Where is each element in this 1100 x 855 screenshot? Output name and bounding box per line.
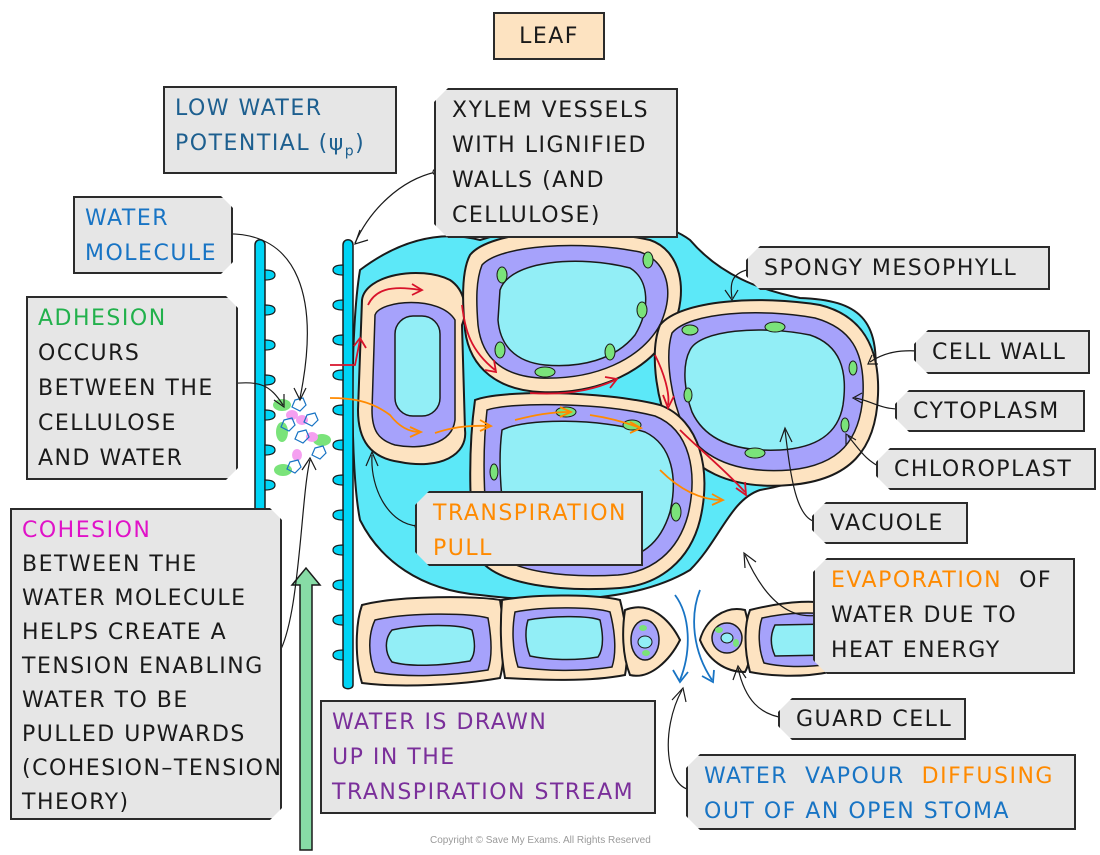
label-line: OUT OF AN OPEN STOMA	[704, 799, 1010, 824]
xylem-vessel-left	[254, 239, 276, 511]
label-line: MOLECULE	[85, 241, 218, 266]
mesophyll-cell-right	[653, 299, 880, 487]
water-molecules	[273, 397, 331, 476]
label-line: POTENTIAL (ψp)	[175, 126, 385, 169]
label-line: PULLED UPWARDS	[22, 722, 246, 747]
diffusing-keyword: DIFFUSING	[921, 764, 1054, 789]
title-text: LEAF	[519, 24, 579, 49]
label-text: SPONGY MESOPHYLL	[764, 256, 1018, 281]
label-text: WATER VAPOUR	[704, 764, 922, 789]
water-flow-arrows-red	[330, 283, 748, 497]
label-spongy-mesophyll: SPONGY MESOPHYLL	[746, 246, 1050, 290]
label-water-molecule: WATER MOLECULE	[73, 196, 233, 274]
label-line: UP IN THE	[332, 745, 456, 770]
label-adhesion: ADHESION OCCURS BETWEEN THE CELLULOSE AN…	[26, 296, 238, 480]
label-low-water-potential: LOW WATER POTENTIAL (ψp)	[163, 86, 397, 174]
label-text: CELL WALL	[932, 340, 1067, 365]
adhesion-keyword: ADHESION	[38, 306, 167, 331]
label-line: AND WATER	[38, 446, 184, 471]
label-line: WATER VAPOUR DIFFUSING	[704, 759, 1064, 794]
label-line: WALLS (AND	[452, 168, 606, 193]
label-line: TENSION ENABLING	[22, 654, 264, 679]
label-line: XYLEM VESSELS	[452, 98, 650, 123]
copyright-notice: Copyright © Save My Exams. All Rights Re…	[430, 835, 651, 846]
label-cell-wall: CELL WALL	[914, 330, 1090, 374]
label-line: WATER IS DRAWN	[332, 710, 548, 735]
label-line: HELPS CREATE A	[22, 620, 228, 645]
label-cytoplasm: CYTOPLASM	[895, 390, 1085, 432]
label-line: BETWEEN THE	[22, 552, 198, 577]
label-line: WITH LIGNIFIED	[452, 133, 647, 158]
cohesion-keyword: COHESION	[22, 518, 152, 543]
label-line: EVAPORATION OF	[831, 563, 1063, 598]
label-text: OF	[1002, 568, 1053, 593]
evaporation-keyword: EVAPORATION	[831, 568, 1003, 593]
label-line: THEORY)	[22, 790, 130, 815]
label-line: OCCURS	[38, 341, 141, 366]
label-line: WATER MOLECULE	[22, 586, 247, 611]
vapour-arrows	[672, 589, 715, 684]
label-text: GUARD CELL	[796, 707, 953, 732]
transpiration-stream-arrow	[290, 566, 322, 851]
label-xylem-vessels: XYLEM VESSELS WITH LIGNIFIED WALLS (AND …	[434, 88, 678, 238]
label-line: BETWEEN THE	[38, 376, 214, 401]
label-line: (COHESION–TENSION	[22, 756, 283, 781]
label-text: )	[355, 131, 366, 156]
label-guard-cell: GUARD CELL	[778, 698, 966, 740]
mesophyll-cell-top	[462, 230, 682, 394]
label-line: CELLULOSE	[38, 411, 177, 436]
label-vacuole: VACUOLE	[812, 502, 968, 544]
label-transpiration-stream: WATER IS DRAWN UP IN THE TRANSPIRATION S…	[320, 700, 656, 814]
leader-lines	[221, 171, 919, 791]
label-text: POTENTIAL (ψ	[175, 131, 345, 156]
label-line: CELLULOSE)	[452, 203, 602, 228]
label-line: LOW WATER	[175, 96, 323, 121]
title-leaf: LEAF	[493, 12, 605, 60]
subscript-p: p	[344, 143, 356, 160]
label-water-vapour: WATER VAPOUR DIFFUSING OUT OF AN OPEN ST…	[686, 754, 1076, 830]
label-transpiration-pull: TRANSPIRATION PULL	[415, 491, 643, 566]
label-line: TRANSPIRATION	[433, 501, 627, 526]
label-text: VACUOLE	[830, 511, 944, 536]
label-line: HEAT ENERGY	[831, 638, 1001, 663]
label-text: CYTOPLASM	[913, 399, 1060, 424]
label-line: WATER DUE TO	[831, 603, 1018, 628]
mesophyll-cell-left	[356, 272, 467, 466]
water-flow-arrows-orange	[329, 397, 726, 506]
lower-epidermis	[355, 594, 831, 687]
label-chloroplast: CHLOROPLAST	[876, 448, 1096, 490]
label-line: WATER TO BE	[22, 688, 189, 713]
label-evaporation: EVAPORATION OF WATER DUE TO HEAT ENERGY	[813, 558, 1075, 674]
label-line: TRANSPIRATION STREAM	[332, 780, 635, 805]
xylem-vessel-right	[332, 239, 354, 690]
label-line: WATER	[85, 206, 170, 231]
label-cohesion: COHESION BETWEEN THE WATER MOLECULE HELP…	[10, 508, 282, 820]
label-text: CHLOROPLAST	[894, 457, 1073, 482]
label-line: PULL	[433, 536, 493, 561]
